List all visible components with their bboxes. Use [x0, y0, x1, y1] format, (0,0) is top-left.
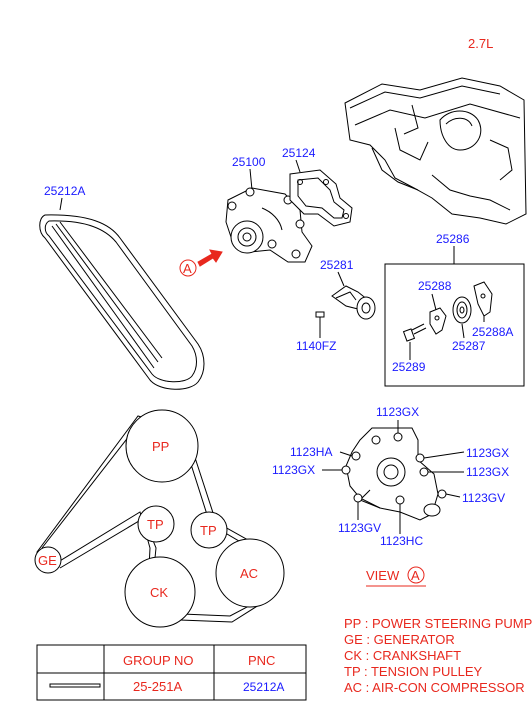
part-label-water-pump: 25100: [232, 155, 266, 169]
table-header-pnc: PNC: [248, 653, 275, 668]
bolt-label-right-upper: 1123GX: [466, 446, 509, 460]
svg-text:PP: PP: [152, 439, 169, 454]
pulley-ck: [124, 556, 196, 628]
svg-text:VIEW: VIEW: [366, 568, 400, 583]
gasket: [289, 169, 353, 227]
svg-text:GE: GE: [38, 553, 57, 568]
bolt-label-right: 1123GX: [466, 465, 509, 479]
engine-block: [344, 77, 527, 225]
legend-item-ge: GE : GENERATOR: [344, 632, 455, 647]
pulley-pp: [125, 409, 199, 483]
tensioner: [331, 285, 376, 320]
pulley-tp-2: [190, 511, 228, 549]
view-a-pump: [341, 427, 447, 521]
bolt-label-top: 1123GX: [376, 405, 419, 419]
table-header-group-no: GROUP NO: [123, 653, 194, 668]
view-a-label: VIEW A: [366, 566, 426, 587]
part-label-tensioner: 25281: [320, 258, 354, 272]
drive-belt: [39, 214, 205, 390]
svg-text:TP: TP: [147, 517, 164, 532]
bolt-label-bottom: 1123HC: [380, 534, 423, 548]
part-label-pulley: 25287: [452, 339, 486, 353]
bolt-1140fz: [315, 311, 325, 338]
svg-text:AC: AC: [240, 566, 258, 581]
legend-item-tp: TP : TENSION PULLEY: [344, 664, 483, 679]
pulley-tp-1: [137, 505, 175, 543]
part-label-bolt: 1140FZ: [296, 339, 336, 353]
part-label-tensioner-bolt: 25289: [392, 360, 426, 374]
pulley: [452, 296, 472, 324]
legend-item-ck: CK : CRANKSHAFT: [344, 648, 461, 663]
view-a-marker: A: [179, 249, 223, 277]
water-pump: [225, 187, 313, 263]
parts-table: GROUP NO PNC 25-251A 25212A: [36, 644, 307, 701]
pulley-ge: [34, 546, 62, 574]
table-cell-group-no: 25-251A: [133, 679, 182, 694]
svg-text:TP: TP: [200, 523, 217, 538]
part-label-bracket: 25288: [418, 279, 452, 293]
pulley-ac: [215, 538, 285, 608]
svg-text:A: A: [411, 568, 420, 583]
bolt-label-bottom-left: 1123GV: [338, 521, 381, 535]
tensioner-bolt: [402, 323, 427, 342]
part-label-belt: 25212A: [44, 184, 85, 198]
belt-symbol: [49, 683, 101, 688]
part-label-bracket-a: 25288A: [472, 325, 513, 339]
bolt-label-left-upper: 1123HA: [290, 445, 332, 459]
tensioner-assy-box: [384, 263, 525, 387]
part-label-gasket: 25124: [282, 146, 316, 160]
bolt-label-left: 1123GX: [272, 463, 315, 477]
table-cell-pnc: 25212A: [243, 680, 284, 694]
legend-item-pp: PP : POWER STEERING PUMP: [344, 616, 532, 631]
svg-text:CK: CK: [150, 585, 168, 600]
bracket-a: [473, 281, 493, 317]
legend-item-ac: AC : AIR-CON COMPRESSOR: [344, 680, 525, 695]
bracket: [429, 307, 447, 335]
part-label-tensioner-assy: 25286: [436, 232, 470, 246]
engine-label: 2.7L: [468, 36, 493, 51]
svg-text:A: A: [183, 261, 192, 276]
legend: PP : POWER STEERING PUMP GE : GENERATOR …: [344, 616, 532, 695]
belt-routing: PP TP TP GE CK AC: [34, 409, 285, 628]
bolt-label-right-lower: 1123GV: [462, 491, 505, 505]
